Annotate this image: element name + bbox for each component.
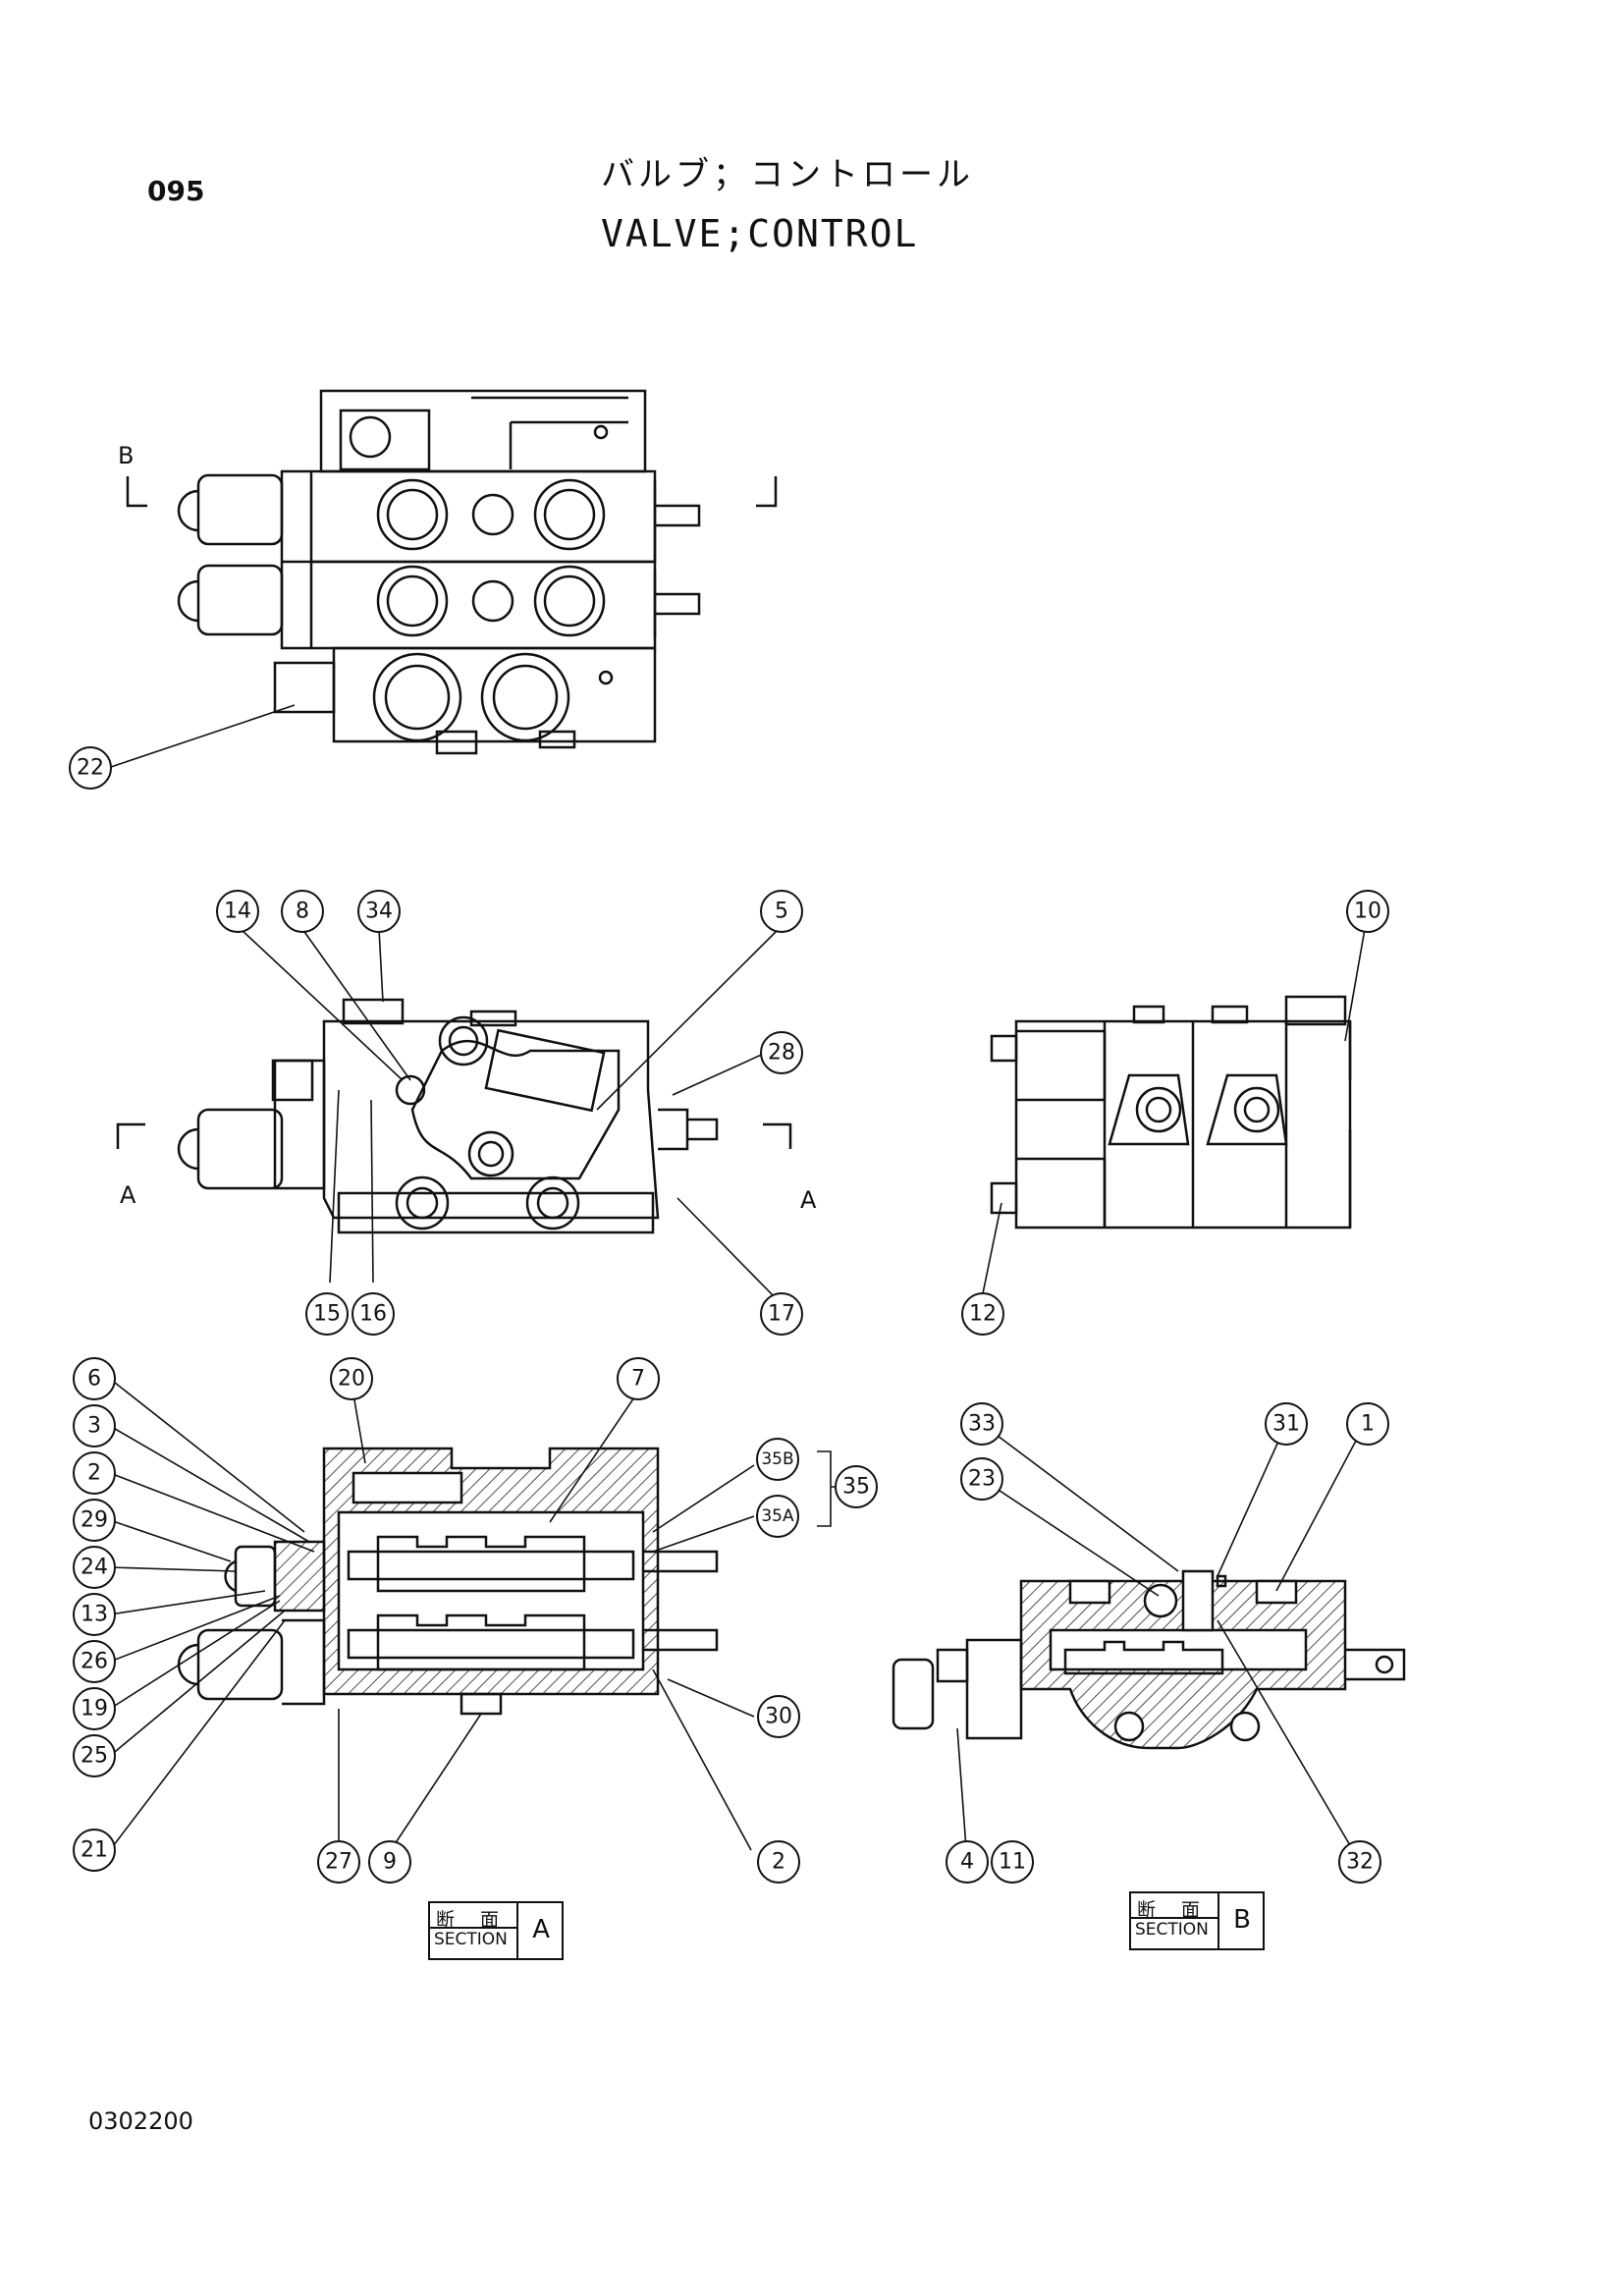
callout-6: 6 [87, 1367, 101, 1392]
section-b-letter: B [1233, 1905, 1251, 1935]
callout-bubble-21 [73, 1829, 116, 1872]
callout-bubble-33 [960, 1402, 1003, 1446]
side-view-b [990, 995, 1352, 1230]
callout-bubble-7 [617, 1357, 660, 1400]
callout-bubble-4 [946, 1840, 989, 1884]
callout-24: 24 [81, 1556, 108, 1580]
callout-30: 30 [765, 1705, 792, 1729]
callout-bubble-25 [73, 1734, 116, 1777]
section-a-en: SECTION [434, 1930, 508, 1949]
callout-7: 7 [631, 1367, 645, 1392]
callout-bubble-35A [756, 1495, 799, 1538]
callout-bubble-2 [73, 1451, 116, 1495]
callout-9: 9 [383, 1850, 397, 1875]
callout-bubble-10 [1346, 890, 1389, 933]
callout-bubbles [69, 746, 1389, 1884]
top-view [126, 389, 778, 755]
callout-bubble-9 [368, 1840, 411, 1884]
callout-numbers: 22 14 8 34 5 10 28 15 16 17 12 6 3 2 29 … [77, 756, 1381, 1875]
callout-bubble-8 [281, 890, 324, 933]
callout-26: 26 [81, 1650, 108, 1674]
callout-13: 13 [81, 1603, 108, 1627]
cut-label-b: B [118, 442, 134, 469]
callout-bubble-27 [317, 1840, 360, 1884]
callout-31: 31 [1272, 1412, 1300, 1437]
leader-lines [107, 704, 1366, 1863]
callout-bubble-22 [69, 746, 112, 790]
section-a-jp: 断 面 [436, 1909, 510, 1931]
section-b-view [892, 1569, 1406, 1750]
callout-5: 5 [775, 900, 788, 924]
callout-bubble-11 [991, 1840, 1034, 1884]
callout-32: 32 [1346, 1850, 1374, 1875]
callout-bubble-15 [305, 1292, 349, 1336]
callout-20: 20 [338, 1367, 365, 1392]
side-view-a [116, 998, 792, 1234]
callout-34: 34 [365, 900, 393, 924]
callout-bubble-30 [757, 1695, 800, 1738]
callout-8: 8 [296, 900, 309, 924]
callout-bubble-35B [756, 1438, 799, 1481]
callout-2b: 2 [772, 1850, 785, 1875]
callout-35: 35 [842, 1475, 870, 1500]
callout-bubble-17 [760, 1292, 803, 1336]
callout-1: 1 [1361, 1412, 1375, 1437]
callout-10: 10 [1354, 900, 1381, 924]
callout-bubble-24 [73, 1546, 116, 1589]
callout-23: 23 [968, 1467, 996, 1492]
callout-bubble-19 [73, 1687, 116, 1730]
callout-19: 19 [81, 1697, 108, 1722]
callout-bubble-35 [835, 1465, 878, 1508]
callout-bubble-31 [1265, 1402, 1308, 1446]
callout-bubble-12 [961, 1292, 1004, 1336]
callout-4: 4 [960, 1850, 974, 1875]
callout-21: 21 [81, 1838, 108, 1863]
callout-28: 28 [768, 1041, 795, 1066]
callout-27: 27 [325, 1850, 352, 1875]
callout-15: 15 [313, 1302, 341, 1327]
section-a-label: 断 面 SECTION A [428, 1901, 564, 1960]
callout-bubble-14 [216, 890, 259, 933]
section-b-label: 断 面 SECTION B [1129, 1891, 1265, 1950]
document-code: 0302200 [88, 2107, 193, 2135]
callout-35B: 35B [761, 1449, 793, 1469]
callout-bubble-34 [357, 890, 401, 933]
callout-2: 2 [87, 1461, 101, 1486]
callout-35A: 35A [761, 1506, 794, 1526]
callout-bubble-23 [960, 1457, 1003, 1501]
section-a-view [177, 1447, 719, 1721]
callout-bubble-20 [330, 1357, 373, 1400]
page-number: 095 [147, 175, 205, 207]
callout-bubble-2b [757, 1840, 800, 1884]
cut-label-a-left: A [120, 1181, 136, 1209]
callout-bubble-16 [352, 1292, 395, 1336]
callout-11: 11 [999, 1850, 1026, 1875]
callout-33: 33 [968, 1412, 996, 1437]
callout-25: 25 [81, 1744, 108, 1769]
callout-17: 17 [768, 1302, 795, 1327]
section-a-letter: A [532, 1915, 550, 1944]
callout-bubble-29 [73, 1499, 116, 1542]
callout-14: 14 [224, 900, 251, 924]
section-b-en: SECTION [1135, 1920, 1209, 1940]
callout-bubble-26 [73, 1640, 116, 1683]
callout-16: 16 [359, 1302, 387, 1327]
callout-bubble-1 [1346, 1402, 1389, 1446]
cut-plane-labels: B A A [118, 442, 817, 1214]
callout-29: 29 [81, 1508, 108, 1533]
callout-bubble-3 [73, 1404, 116, 1448]
title-english: VALVE;CONTROL [601, 212, 919, 255]
callout-bubble-13 [73, 1593, 116, 1636]
title-japanese: バルブ；コントロール [601, 155, 974, 194]
callout-bubble-6 [73, 1357, 116, 1400]
section-b-jp: 断 面 [1137, 1899, 1211, 1921]
callout-22: 22 [77, 756, 104, 781]
callout-bubble-28 [760, 1031, 803, 1074]
callout-bubble-5 [760, 890, 803, 933]
callout-12: 12 [969, 1302, 997, 1327]
callout-bubble-32 [1338, 1840, 1381, 1884]
cut-label-a-right: A [800, 1186, 817, 1214]
callout-3: 3 [87, 1414, 101, 1439]
